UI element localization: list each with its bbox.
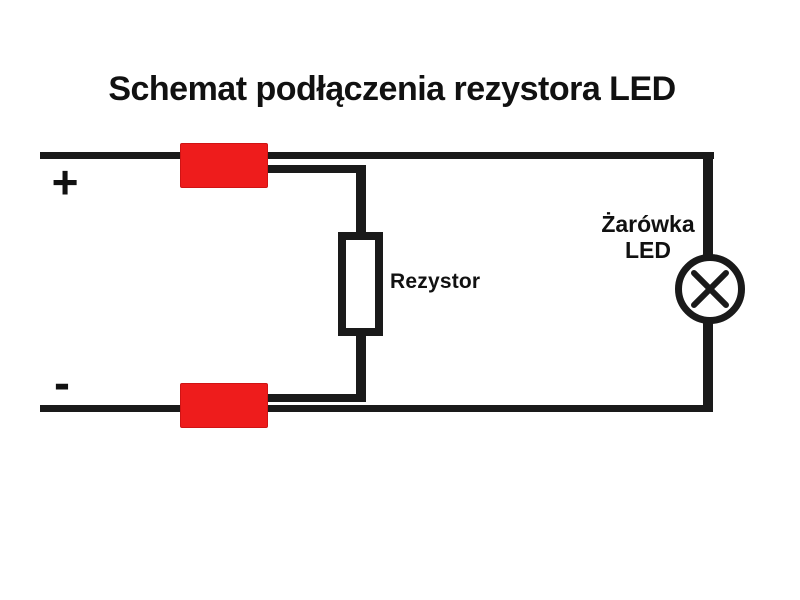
bottom-red-connector-block (180, 383, 268, 428)
resistor-branch-top-vertical-wire (356, 165, 366, 236)
top-positive-wire (40, 152, 714, 159)
negative-terminal-label: - (54, 356, 70, 410)
resistor-label: Rezystor (390, 270, 481, 293)
page-title: Schemat podłączenia rezystora LED (108, 70, 676, 108)
resistor-branch-bottom-vertical-wire (356, 330, 366, 402)
led-bulb-symbol (675, 254, 745, 324)
bottom-negative-wire (40, 405, 713, 412)
right-wire-upper (703, 152, 713, 258)
bulb-cross-icon (691, 270, 729, 308)
resistor-branch-bottom-horizontal-wire (265, 394, 366, 402)
resistor-symbol (338, 232, 383, 336)
top-red-connector-block (180, 143, 268, 188)
resistor-branch-top-horizontal-wire (265, 165, 366, 173)
led-bulb-label-line2: LED (625, 237, 671, 264)
led-bulb-label: Żarówka LED (588, 211, 708, 264)
positive-terminal-label: + (51, 156, 79, 208)
led-bulb-label-line1: Żarówka (601, 211, 695, 237)
right-wire-lower (703, 320, 713, 412)
